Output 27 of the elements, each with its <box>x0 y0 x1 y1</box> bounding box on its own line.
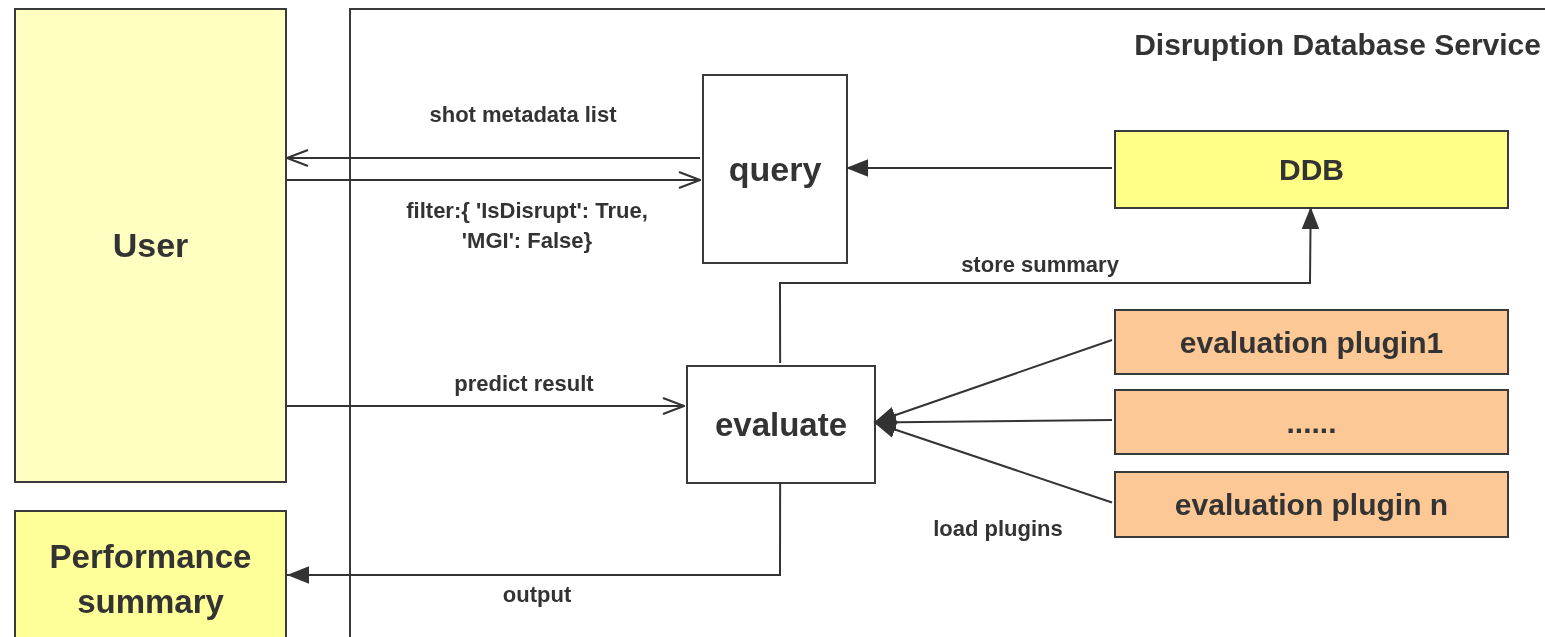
node-label: Performance summary <box>48 537 253 622</box>
arrow <box>845 159 1113 177</box>
node-label: query <box>727 148 823 190</box>
plugin-box <box>1114 471 1509 538</box>
node-label: evaluation plugin1 <box>1178 324 1445 361</box>
plugin-box <box>1114 309 1509 375</box>
actor-box <box>14 8 287 483</box>
node-label: ...... <box>1285 404 1338 441</box>
process-box <box>702 74 848 264</box>
process-box <box>686 365 876 484</box>
plugin-box <box>1114 389 1509 455</box>
arrow <box>873 339 1113 424</box>
node-label: evaluate <box>713 404 849 445</box>
database-box <box>1114 130 1509 209</box>
container-title: Disruption Database Service <box>1134 27 1541 63</box>
arrow <box>286 171 701 189</box>
arrow <box>873 421 1113 504</box>
arrow <box>286 149 701 167</box>
arrow <box>286 397 685 415</box>
node-label: evaluation plugin n <box>1173 487 1450 523</box>
output-box <box>14 510 287 637</box>
node-label: User <box>111 225 190 266</box>
annotation-label: load plugins <box>932 515 1064 543</box>
service-container <box>349 8 1545 637</box>
node-label: DDB <box>1278 152 1345 188</box>
arrow <box>779 206 1320 364</box>
arrow <box>286 481 782 584</box>
